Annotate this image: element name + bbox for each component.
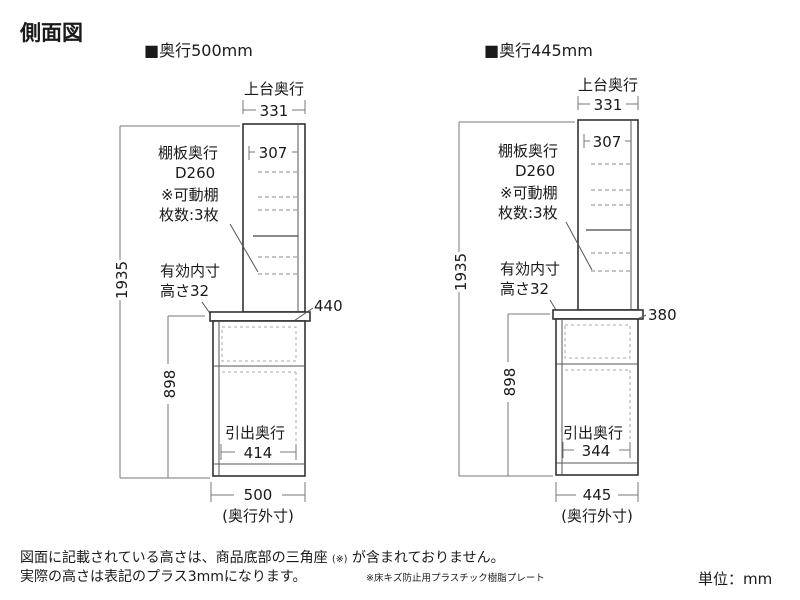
inner-depth-dimension — [583, 134, 631, 148]
top-depth-value: 331 — [594, 96, 623, 114]
inner-height-label-2: 高さ32 — [500, 280, 549, 298]
top-depth-dimension — [577, 96, 639, 110]
view-header: ■奥行500mm — [144, 41, 253, 60]
upper-cabinet — [577, 119, 639, 311]
lower-cabinet — [555, 318, 639, 476]
upper-drawer-box — [564, 324, 631, 359]
lower-cabinet — [212, 320, 306, 477]
lower-drawer-box — [565, 369, 631, 452]
shelf-label-1: 棚板奥行 — [158, 144, 218, 162]
outer-depth-dimension — [555, 482, 639, 502]
inner-depth-value: 307 — [259, 144, 288, 162]
shelf-label-2: D260 — [175, 164, 215, 182]
lower-height-dimension — [167, 315, 205, 478]
top-depth-value: 331 — [260, 102, 289, 120]
note-line-2: 実際の高さは表記のプラス3mmになります。 — [20, 568, 307, 585]
drawer-depth-value: 344 — [582, 442, 611, 460]
top-depth-dimension — [242, 100, 306, 114]
note-line-1-a: 図面に記載されている高さは、商品底部の三角座 — [20, 549, 328, 566]
drawer-depth-label: 引出奥行 — [225, 424, 285, 442]
note-line-1-b: が含まれておりません。 — [352, 550, 505, 566]
drawing-title: 側面図 — [19, 21, 83, 45]
total-height-dimension — [458, 121, 575, 477]
outer-depth-label: (奥行外寸) — [561, 507, 633, 525]
note-line-2-small: ※床キズ防止用プラスチック樹脂プレート — [366, 572, 545, 584]
total-height-value: 1935 — [452, 253, 470, 291]
drawer-depth-dimension — [562, 442, 631, 458]
inner-height-label-1: 有効内寸 — [160, 262, 220, 280]
inner-depth-dimension — [248, 146, 298, 160]
total-height-value: 1935 — [113, 261, 131, 299]
view-depth-500: ■奥行500mm 上台奥行 331 307 棚板奥行 D260 ※可動棚 枚数:… — [113, 41, 343, 525]
drawer-depth-label: 引出奥行 — [563, 424, 623, 442]
inner-depth-value: 307 — [593, 133, 622, 151]
counter-top — [552, 309, 644, 320]
shelf-label-4: 枚数:3枚 — [159, 206, 219, 224]
drawer-depth-value: 414 — [244, 444, 273, 462]
lower-height-value: 898 — [501, 368, 519, 397]
top-depth-label: 上台奥行 — [244, 80, 304, 98]
shelf-label-2: D260 — [515, 162, 555, 180]
notes: 図面に記載されている高さは、商品底部の三角座 (※) が含まれておりません。 実… — [20, 549, 772, 588]
outer-depth-value: 445 — [583, 486, 612, 504]
inner-height-label-2: 高さ32 — [160, 282, 209, 300]
outer-depth-label: (奥行外寸) — [222, 507, 294, 525]
top-depth-label: 上台奥行 — [578, 76, 638, 94]
shelf-label-3: ※可動棚 — [500, 184, 558, 202]
view-depth-445: ■奥行445mm 上台奥行 331 307 棚板奥行 D260 ※可動棚 枚数:… — [452, 41, 677, 525]
lower-height-dimension — [507, 313, 550, 476]
lower-height-value: 898 — [161, 370, 179, 399]
counter-depth-value: 440 — [314, 297, 343, 315]
upper-drawer-box — [221, 326, 297, 362]
shelf-label-3: ※可動棚 — [161, 186, 219, 204]
view-header: ■奥行445mm — [484, 41, 593, 60]
total-height-dimension — [119, 125, 240, 479]
units-label: 単位：mm — [698, 570, 772, 588]
drawer-depth-dimension — [220, 444, 297, 460]
lower-drawer-box — [222, 371, 297, 452]
shelf-leader-line — [565, 221, 593, 271]
outer-depth-dimension — [210, 482, 306, 502]
inner-height-label-1: 有効内寸 — [500, 260, 560, 278]
shelf-label-4: 枚数:3枚 — [498, 204, 558, 222]
shelf-leader-line — [229, 223, 259, 273]
counter-depth-value: 380 — [648, 306, 677, 324]
shelf-label-1: 棚板奥行 — [498, 142, 558, 160]
note-line-1: 図面に記載されている高さは、商品底部の三角座 (※) が含まれておりません。 — [20, 549, 505, 566]
outer-depth-value: 500 — [244, 486, 273, 504]
note-line-1-mark: (※) — [332, 554, 347, 565]
